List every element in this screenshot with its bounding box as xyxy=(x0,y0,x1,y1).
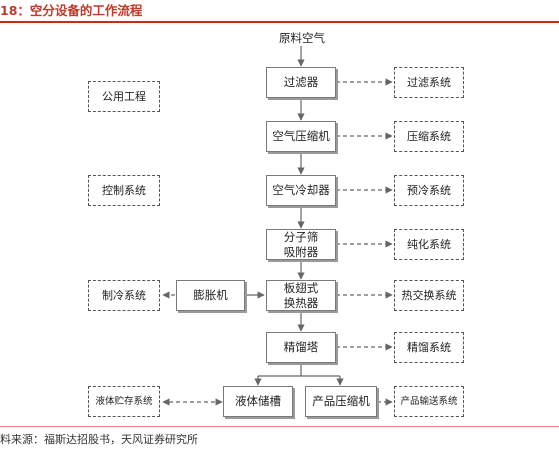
product-delivery-system-box: 产品输送系统 xyxy=(394,386,464,417)
title-divider xyxy=(0,21,559,23)
air-compressor-box: 空气压缩机 xyxy=(266,121,336,152)
expander-box: 膨胀机 xyxy=(176,280,245,311)
liquid-storage-system-box: 液体贮存系统 xyxy=(88,386,160,417)
figure-title: 18：空分设备的工作流程 xyxy=(0,3,143,18)
refrigeration-system-box: 制冷系统 xyxy=(88,280,160,311)
raw-air-label: 原料空气 xyxy=(279,31,325,45)
precool-system-box: 预冷系统 xyxy=(394,175,464,206)
distillation-system-box: 精馏系统 xyxy=(394,332,464,363)
compression-system-box: 压缩系统 xyxy=(394,121,464,152)
utilities-box: 公用工程 xyxy=(88,81,160,112)
air-cooler-box: 空气冷却器 xyxy=(266,175,336,206)
product-compressor-box: 产品压缩机 xyxy=(305,386,377,417)
control-system-box: 控制系统 xyxy=(88,175,160,206)
liquid-tank-box: 液体储槽 xyxy=(223,386,293,417)
distillation-column-box: 精馏塔 xyxy=(266,332,336,363)
filter-system-box: 过滤系统 xyxy=(394,67,464,98)
molecular-sieve-box: 分子筛 吸附器 xyxy=(266,229,336,260)
heat-exchange-system-box: 热交换系统 xyxy=(394,280,464,311)
source-divider xyxy=(0,426,559,427)
plate-fin-exchanger-box: 板翅式 换热器 xyxy=(266,280,336,311)
source-note: 料来源：福斯达招股书，天风证券研究所 xyxy=(0,433,198,446)
filter-box: 过滤器 xyxy=(266,67,336,98)
purification-system-box: 纯化系统 xyxy=(394,229,464,260)
